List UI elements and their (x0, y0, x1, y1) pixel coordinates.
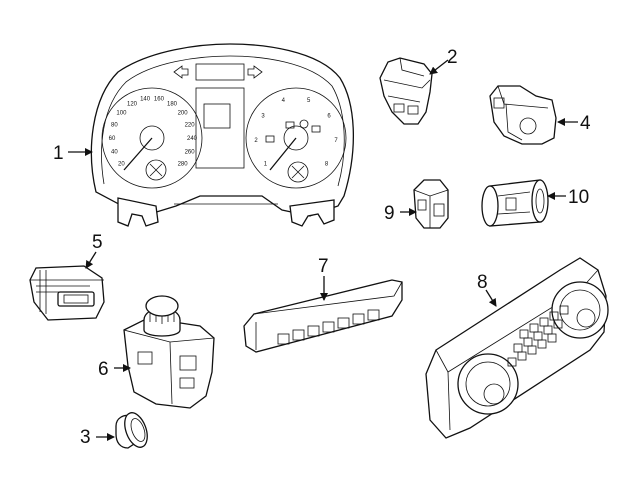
tachometer-tick-labels: 1 2 3 4 5 6 7 8 (254, 98, 338, 168)
callout-1: 1 (53, 143, 64, 164)
callout-numbers: 1 2 3 4 5 6 7 8 9 10 (53, 47, 591, 448)
callout-6: 6 (98, 359, 109, 380)
speedometer-tick-200: 200 (178, 110, 189, 116)
small-switch-part-9 (413, 179, 449, 229)
callout-8: 8 (477, 272, 488, 293)
rotary-controller-part-6 (123, 295, 215, 409)
climate-buttons (507, 305, 569, 367)
tachometer-tick-8: 8 (325, 162, 329, 168)
cylinder-switch-part-10 (481, 179, 549, 227)
tachometer-tick-7: 7 (334, 138, 338, 144)
tachometer-tick-4: 4 (282, 98, 286, 104)
callout-2: 2 (447, 47, 458, 68)
panel-button (337, 317, 350, 329)
speedometer-needle (123, 137, 153, 171)
panel-button (292, 329, 305, 341)
speedometer-tick-120: 120 (127, 101, 138, 107)
climate-left-dial (457, 353, 519, 415)
speedometer-tick-240: 240 (187, 136, 198, 142)
switch-panel-buttons (277, 309, 380, 345)
speedometer-tick-80: 80 (111, 122, 118, 128)
speedometer-tick-140: 140 (140, 97, 151, 103)
panel-button (367, 309, 380, 321)
climate-control-part-8 (425, 257, 609, 439)
speedometer-dial (101, 87, 203, 189)
climate-button (527, 345, 537, 355)
speedometer-tick-100: 100 (116, 110, 127, 116)
leader-lines (68, 59, 578, 441)
panel-button (277, 333, 290, 345)
switch-housing-part-4 (489, 85, 557, 145)
speedometer-tick-280: 280 (178, 162, 189, 168)
climate-button (559, 305, 569, 315)
switch-module-part-2 (379, 57, 433, 125)
callout-10: 10 (568, 187, 589, 208)
speedometer-tick-180: 180 (167, 101, 178, 107)
plug-part-3 (115, 412, 148, 449)
tachometer-needle (269, 137, 297, 171)
rocker-switch-part-5 (29, 265, 105, 321)
tachometer-tick-2: 2 (254, 138, 258, 144)
speedometer-tick-20: 20 (118, 162, 125, 168)
callout-5: 5 (92, 232, 103, 253)
switch-panel-part-7 (243, 279, 403, 353)
climate-button (553, 319, 563, 329)
climate-button (537, 339, 547, 349)
tachometer-tick-3: 3 (261, 114, 265, 120)
speedometer-tick-40: 40 (111, 150, 118, 156)
climate-button (547, 333, 557, 343)
climate-button (517, 351, 527, 361)
callout-4: 4 (580, 113, 591, 134)
panel-button (352, 313, 365, 325)
panel-button (322, 321, 335, 333)
speedometer-tick-160: 160 (154, 97, 165, 103)
tachometer-dial (245, 87, 347, 189)
tachometer-tick-1: 1 (264, 162, 268, 168)
tachometer-tick-5: 5 (307, 98, 311, 104)
climate-button (507, 357, 517, 367)
speedometer-tick-60: 60 (109, 136, 116, 142)
tachometer-tick-6: 6 (327, 114, 331, 120)
callout-7: 7 (318, 256, 329, 277)
speedometer-tick-260: 260 (185, 150, 196, 156)
panel-button (307, 325, 320, 337)
speedometer-tick-220: 220 (185, 122, 196, 128)
callout-9: 9 (384, 203, 395, 224)
callout-3: 3 (80, 427, 91, 448)
